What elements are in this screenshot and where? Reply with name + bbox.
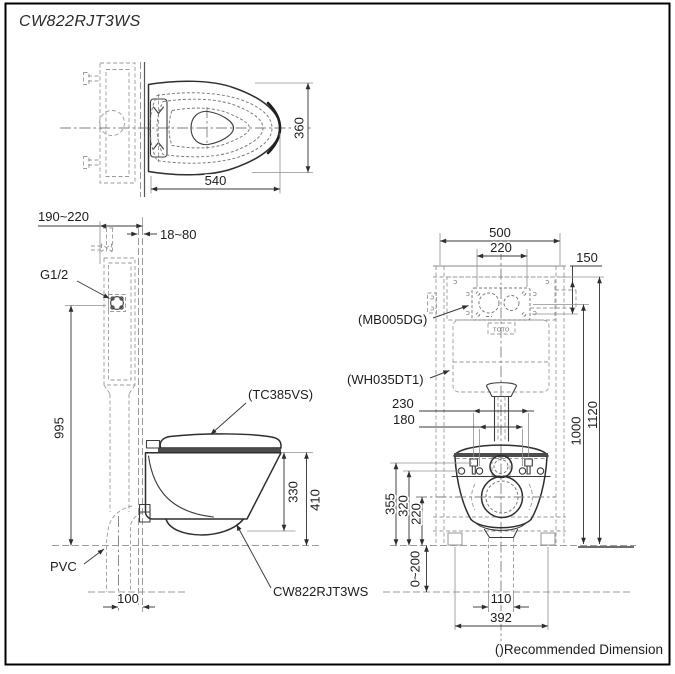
dim-410: 410	[308, 489, 323, 511]
dim-392: 392	[490, 610, 512, 625]
dim-995: 995	[52, 417, 67, 439]
top-view-dimensions: 540 360	[150, 82, 313, 194]
dim-230: 230	[392, 396, 414, 411]
side-view: 190~220 18~80 G1/2 995 PVC 100 330 410 (	[36, 207, 370, 613]
dim-0-200: 0~200	[408, 551, 423, 588]
dim-330: 330	[286, 481, 301, 503]
top-view-in-wall-tank	[83, 62, 146, 197]
frame-foot-right	[540, 532, 556, 546]
front-view: TOTO	[345, 223, 636, 641]
flush-button-large	[478, 292, 500, 314]
top-view-drain-circle	[99, 110, 125, 136]
label-seat-model: (TC385VS)	[248, 387, 313, 402]
dim-180: 180	[393, 412, 415, 427]
dim-190-220: 190~220	[38, 209, 89, 224]
front-view-dimensions: 500 220 150 1000 1120 230 180	[345, 223, 604, 630]
dim-220-plate: 220	[490, 240, 512, 255]
pvc-drain-pipe	[106, 505, 133, 592]
dim-540: 540	[205, 173, 227, 188]
top-view-mount-plate	[149, 94, 168, 162]
dim-150: 150	[576, 250, 598, 265]
dim-320: 320	[396, 495, 411, 517]
page-border	[4, 2, 671, 666]
dim-1120: 1120	[585, 401, 600, 429]
dim-500: 500	[489, 225, 511, 240]
label-bowl-model: CW822RJT3WS	[273, 584, 369, 599]
label-g12: G1/2	[40, 267, 68, 282]
seat-lid-profile	[159, 433, 282, 449]
label-pvc: PVC	[50, 559, 77, 574]
dim-110: 110	[491, 591, 512, 606]
flush-button-small	[503, 295, 520, 311]
seat-front	[453, 444, 549, 457]
label-flush-plate: (MB005DG)	[358, 312, 427, 327]
supply-valve	[101, 243, 112, 253]
side-view-carrier-tank	[88, 227, 188, 613]
front-view-flush-plate: TOTO	[471, 287, 531, 335]
dim-1000: 1000	[569, 417, 584, 446]
dim-100: 100	[117, 591, 139, 606]
dim-18-80: 18~80	[160, 227, 197, 242]
side-view-dimensions: 190~220 18~80 G1/2 995 PVC 100 330 410 (	[36, 207, 370, 612]
dim-220-drain: 220	[409, 503, 424, 525]
front-view-toilet	[416, 444, 556, 539]
dim-360: 360	[292, 117, 307, 139]
footnote-recommended-dimension: ()Recommended Dimension	[495, 642, 663, 657]
water-inlet-fitting	[110, 296, 124, 310]
dim-355: 355	[383, 493, 398, 515]
toto-logo: TOTO	[493, 328, 510, 334]
top-view: 540 360	[60, 62, 313, 197]
top-view-bowl	[147, 80, 282, 176]
seat-outline	[149, 92, 273, 164]
front-view-flush-pipe	[485, 382, 518, 442]
page-title: CW822RJT3WS	[19, 13, 141, 30]
spud-valve	[489, 454, 513, 479]
water-surface	[190, 110, 235, 146]
label-carrier-frame: (WH035DT1)	[347, 372, 424, 387]
